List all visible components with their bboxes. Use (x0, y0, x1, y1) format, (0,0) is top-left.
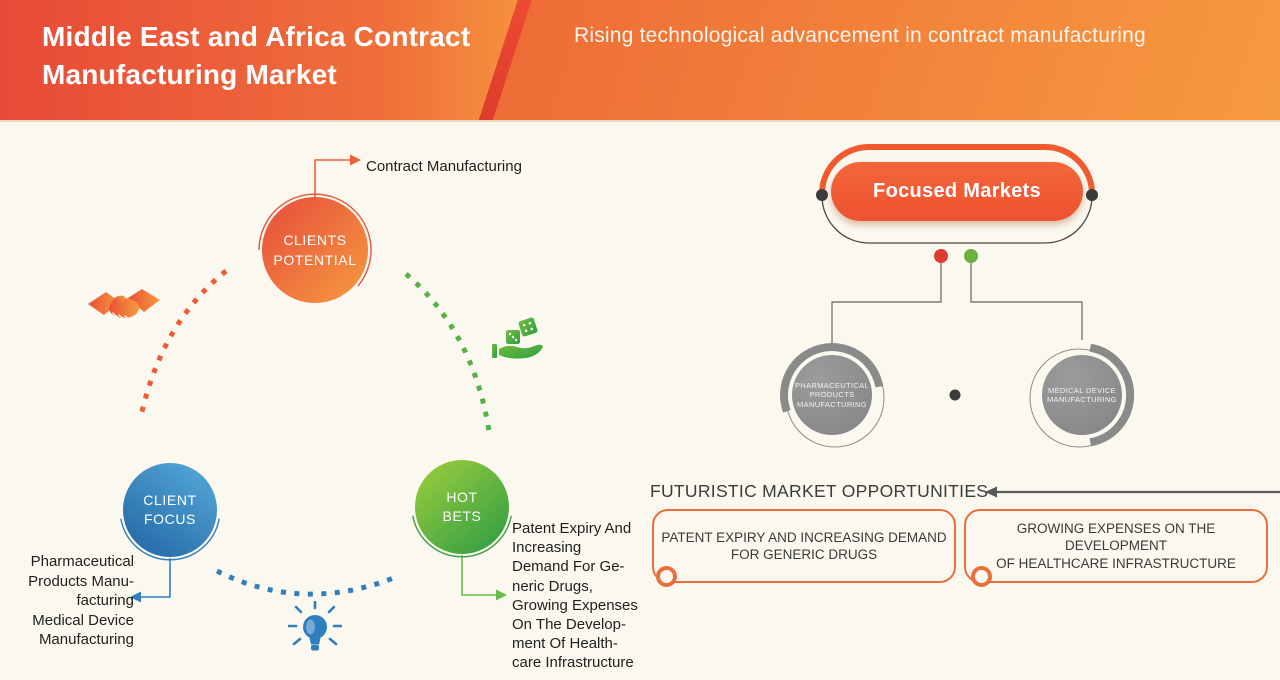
lightbulb-icon (288, 601, 342, 651)
medical-node-line1: MEDICAL DEVICE (1048, 385, 1116, 395)
opportunity-box-line: PATENT EXPIRY AND INCREASING DEMAND (661, 529, 947, 545)
focused-markets-pill: Focused Markets (831, 162, 1083, 221)
header-banner: Middle East and Africa Contract Manufact… (0, 0, 1280, 120)
green-dotted-arc (404, 272, 492, 432)
pharma-products-node: PHARMACEUTICAL PRODUCTS MANUFACTURING (792, 355, 872, 435)
note-line: neric Drugs, (512, 577, 593, 595)
client-focus-label-line2: FOCUS (144, 511, 196, 527)
contract-manufacturing-label: Contract Manufacturing (366, 158, 522, 175)
medical-node-line2: MANUFACTURING (1047, 395, 1117, 404)
tree-branch-left (831, 263, 942, 347)
note-line: Patent Expiry And (512, 520, 632, 537)
opportunity-box-healthcare-infrastructure: GROWING EXPENSES ON THE DEVELOPMENT OF H… (964, 509, 1268, 583)
opportunity-box-accent-circle (656, 566, 677, 587)
tree-green-dot (964, 249, 978, 263)
tree-center-dot (949, 389, 961, 401)
hot-bets-connector (461, 555, 496, 596)
opportunity-box-generic-drugs: PATENT EXPIRY AND INCREASING DEMAND FOR … (652, 509, 956, 583)
tree-red-dot (934, 249, 948, 263)
clients-potential-label-line2: POTENTIAL (273, 252, 357, 268)
note-line: Increasing (512, 539, 582, 557)
pharma-node-line3: MANUFACTURING (797, 399, 867, 409)
hot-bets-arrowhead (496, 589, 507, 601)
pharma-node-line2: PRODUCTS (809, 390, 855, 400)
page-title: Middle East and Africa Contract Manufact… (42, 18, 470, 94)
capsule-right-dot (1086, 189, 1098, 201)
blue-dotted-arc (215, 568, 397, 597)
opportunity-box-line: OF HEALTHCARE INFRASTRUCTURE (996, 555, 1236, 571)
hot-bets-label-line1: HOT (446, 489, 478, 505)
note-line: Demand For Ge- (512, 558, 625, 576)
client-focus-node: CLIENT FOCUS (123, 463, 217, 557)
client-focus-label-line1: CLIENT (143, 492, 197, 508)
note-line: ment Of Health- (512, 635, 618, 653)
page-title-line2: Manufacturing Market (42, 59, 337, 90)
page-title-line1: Middle East and Africa Contract (42, 21, 471, 52)
client-focus-connector (141, 558, 171, 598)
note-line: Medical Device (32, 611, 134, 629)
medical-device-node: MEDICAL DEVICE MANUFACTURING (1042, 355, 1122, 435)
opportunity-box-line: GROWING EXPENSES ON THE DEVELOPMENT (1016, 520, 1216, 554)
dice-hand-icon (492, 317, 543, 359)
header-diagonal-panel (486, 0, 1280, 120)
hot-bets-notes: Patent Expiry And Increasing Demand For … (512, 519, 662, 673)
opportunity-box-line: FOR GENERIC DRUGS (730, 547, 878, 562)
pharma-node-line1: PHARMACEUTICAL (794, 380, 870, 390)
hot-bets-node: HOT BETS (415, 460, 509, 554)
note-line: care Infrastructure (512, 654, 634, 672)
page-subtitle: Rising technological advancement in cont… (574, 24, 1146, 47)
handshake-icon (88, 289, 160, 320)
clients-potential-node: CLIENTS POTENTIAL (262, 197, 368, 303)
clients-potential-callout-arrowhead (350, 154, 361, 166)
capsule-left-dot (816, 189, 828, 201)
opportunity-box-accent-circle (971, 566, 992, 587)
note-line: Pharmaceutical (30, 553, 134, 570)
hot-bets-label-line2: BETS (442, 508, 482, 524)
focused-markets-label: Focused Markets (873, 180, 1041, 202)
clients-potential-label-line1: CLIENTS (283, 232, 347, 248)
tree-branch-right (970, 263, 1083, 340)
note-line: facturing (76, 592, 134, 609)
note-line: Products Manu- (28, 572, 134, 590)
note-line: On The Develop- (512, 616, 626, 634)
note-line: Manufacturing (38, 631, 134, 648)
note-line: Growing Expenses (512, 596, 638, 614)
clients-potential-callout-connector (314, 159, 350, 198)
client-focus-notes: Pharmaceutical Products Manu- facturing … (0, 552, 134, 650)
opportunities-heading: FUTURISTIC MARKET OPPORTUNITIES (650, 481, 989, 501)
